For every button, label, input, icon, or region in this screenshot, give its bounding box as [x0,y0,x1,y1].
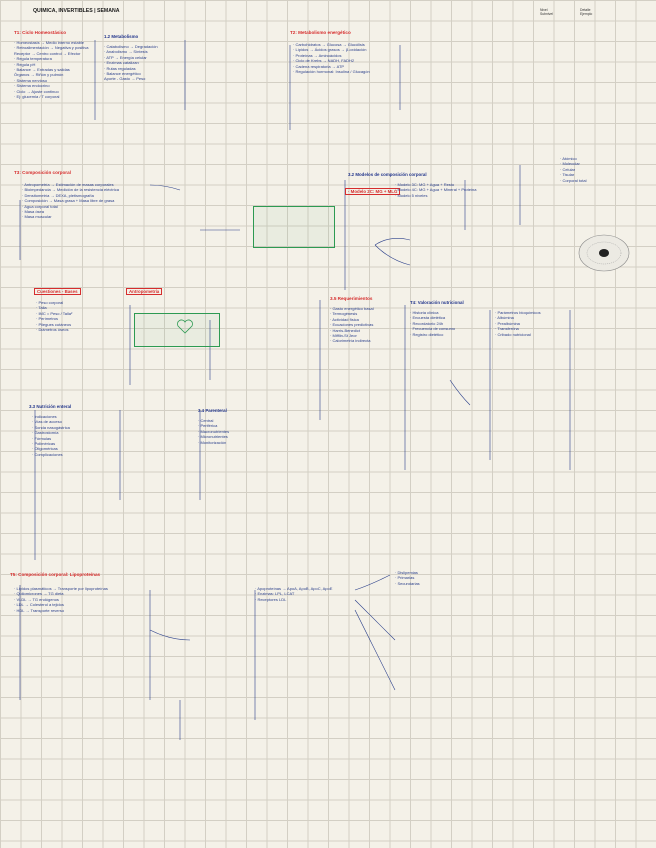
legend-secondary: Detalle Ejemplo [580,8,592,16]
note-line: · Receptores LDL [255,597,332,602]
section-8-body: · Central · Periférica · Macronutrientes… [198,418,229,445]
legend-item: Subnivel [540,12,553,16]
cell-diagram [578,234,630,272]
section-2-title: 1.2 Metabolismo [104,34,138,39]
heart-icon [176,318,194,336]
page-title: QUIMICA, INVERTIBLES | SEMANA [33,9,119,14]
note-line: · Cribado nutricional [495,332,541,337]
section-10-biochem: · Parámetros bioquímicos · Albúmina · Pr… [495,310,541,337]
note-line: · Complicaciones [32,452,70,457]
legend: Nivel Subnivel [540,8,553,16]
note-line: · Frecuencia de consumo [410,326,455,331]
highlight-box [253,206,335,248]
section-4-title: T3: Composición corporal [14,170,71,175]
note-line: · Monitorización [198,440,229,445]
note-line: · Masa muscular [22,214,119,219]
section-3-body: · Carbohidratos → Glucosa → Glucólisis ·… [293,42,370,74]
section-3-title: T2: Metabolismo energético [290,30,351,35]
section-1-title: T1: Ciclo Homeostásico [14,30,66,35]
section-2-body: · Catabolismo → Degradación · Anabolismo… [104,44,158,82]
note-line: · Registro dietético [410,332,455,337]
note-line: · Composición → Masa grasa + Masa libre … [22,198,119,203]
note-line: · Corporal total [560,178,586,183]
section-6-body: · Peso corporal · Talla · IMC = Peso / T… [36,300,72,332]
section-5-levels: · Atómico · Molecular · Celular · Tisula… [560,156,586,183]
section-10-title: T4: Valoración nutricional [410,300,464,305]
section-5-body: · Modelo 3C: MG + Agua + Resto · Modelo … [395,182,477,198]
note-line: · HDL → Transporte reverso [14,608,108,613]
tag-box: · Modelo 2C: MG + MLG [345,188,400,195]
note-line: · Ecuaciones predictivas [330,322,374,327]
section-10-body: · Historia clínica · Encuesta dietética … [410,310,455,337]
note-line: · Modelo 5 niveles [395,193,477,198]
note-line: · Diámetros óseos [36,327,72,332]
note-line: · Secundarias [395,581,420,586]
section-11-apo: · Apoproteínas → ApoA, ApoB, ApoC, ApoE … [255,586,332,602]
section-9-title: 3.5 Requerimientos [330,296,372,301]
legend-item: Ejemplo [580,12,592,16]
note-line: · Calorimetría indirecta [330,338,374,343]
section-5-title: 3.2 Modelos de composición corporal [348,172,427,177]
note-line: · Micronutrientes [198,434,229,439]
section-7-body: · Indicaciones · Vías de acceso · Sonda … [32,414,70,457]
section-7-title: 3.3 Nutrición enteral [29,404,71,409]
tag-box: Cuestiones - Bases [34,288,81,295]
note-line: · Ej: glucemia / T corporal [14,94,88,99]
section-8-title: 3.4 Parenteral [198,408,227,413]
section-1-body: · Homeostasis → Medio interno estable · … [14,40,88,99]
section-4-body: · Antropometría → Estimación de masas co… [22,182,119,220]
tag-box: Antropometría [126,288,162,295]
note-line: · Regulación hormonal: Insulina / Glucag… [293,69,370,74]
section-9-body: · Gasto energético basal · Termogénesis … [330,306,374,344]
section-11-disl: · Dislipemias · Primarias · Secundarias [395,570,420,586]
section-11-title: T5: Composición corporal: Lipoproteínas [10,572,100,577]
section-11-body: · Lípidos plasmáticos → Transporte por l… [14,586,108,613]
note-line: Aporte - Gasto → Peso [104,76,158,81]
